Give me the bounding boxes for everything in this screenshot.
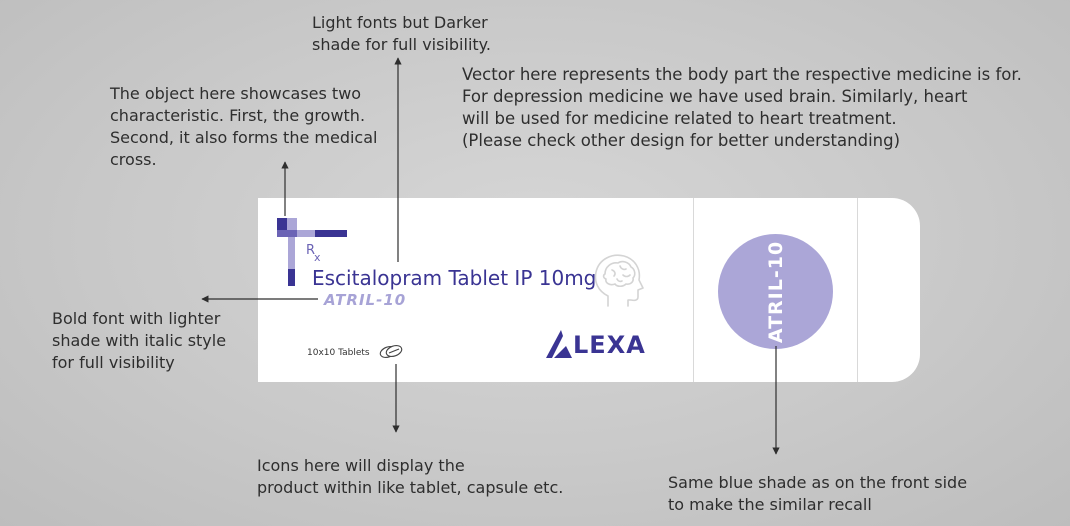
medicine-box: R x Escitalopram Tablet IP 10mg ATRIL-10… [258,198,920,382]
annotation-medical-cross: The object here showcases two characteri… [110,84,378,169]
front-panel: R x Escitalopram Tablet IP 10mg ATRIL-10… [258,198,694,382]
annotation-icons: Icons here will display the product with… [257,456,564,497]
tablet-icon [379,345,403,358]
lexa-logo-icon [546,330,572,358]
side-panel: ATRIL-10 [694,198,858,382]
brain-head-icon [594,254,644,307]
lexa-logo-text: LEXA [573,331,646,359]
annotation-blue-shade: Same blue shade as on the front side to … [668,473,968,514]
brand-name: ATRIL-10 [324,291,407,309]
tuck-flap [858,198,920,382]
rx-subscript: x [314,251,321,264]
pack-size: 10x10 Tablets [307,348,370,358]
rx-symbol: R [306,243,316,258]
annotation-font-shade: Light fonts but Darker shade for full vi… [312,13,491,54]
brand-seal: ATRIL-10 [718,234,833,349]
seal-text: ATRIL-10 [764,240,787,343]
annotation-vector: Vector here represents the body part the… [462,65,1022,150]
annotation-bold-font: Bold font with lighter shade with italic… [52,309,227,372]
drug-name: Escitalopram Tablet IP 10mg [312,266,597,290]
